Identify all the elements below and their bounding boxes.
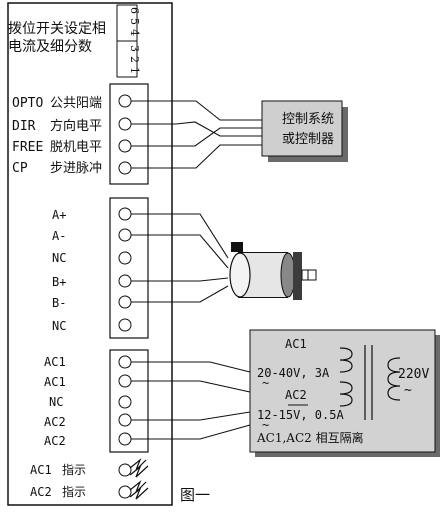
- screw-terminal: [118, 295, 132, 309]
- screw-terminal: [118, 117, 132, 131]
- motor-label-a-minus: A-: [52, 229, 66, 243]
- indicator-ac1-desc: 指示: [62, 462, 86, 477]
- motor-label-nc-2: NC: [52, 319, 66, 333]
- transformer-spec1: 20-40V, 3A: [257, 366, 330, 380]
- stepper-motor-icon: [229, 242, 317, 300]
- controller-line2: 或控制器: [282, 132, 334, 147]
- screw-terminal: [118, 274, 132, 288]
- switch-label-line1: 拨位开关设定相: [8, 21, 106, 37]
- led-icon: [118, 485, 132, 499]
- motor-label-a-plus: A+: [52, 208, 66, 222]
- control-wires: [131, 100, 262, 169]
- dip-number: 6: [128, 7, 141, 14]
- screw-terminal: [118, 94, 132, 108]
- transformer-isolation: AC1,AC2 相互隔离: [256, 430, 364, 445]
- indicator-ac2-desc: 指示: [62, 484, 86, 499]
- transformer-primary: 220V: [398, 367, 429, 382]
- dip-number: 1: [128, 67, 141, 74]
- motor-terminal-block: [109, 197, 149, 339]
- power-terminal-block: [109, 349, 149, 453]
- screw-terminal: [118, 207, 132, 221]
- led-icon: [118, 463, 132, 477]
- control-desc-cp: 步进脉冲: [50, 161, 102, 176]
- power-label-ac1-1: AC1: [44, 355, 66, 369]
- screw-terminal: [118, 413, 132, 427]
- power-label-ac2-1: AC2: [44, 415, 66, 429]
- figure-caption: 图一: [180, 486, 210, 504]
- control-code-free: FREE: [12, 140, 43, 155]
- control-desc-free: 脱机电平: [50, 140, 102, 155]
- driver-outline: [7, 2, 173, 506]
- transformer-tilde2: ~: [262, 418, 269, 432]
- controller-line1: 控制系统: [282, 112, 334, 127]
- power-label-ac1-2: AC1: [44, 375, 66, 389]
- switch-label-line2: 电流及细分数: [8, 39, 92, 55]
- dip-number: 3: [128, 45, 141, 52]
- motor-wires: [131, 213, 229, 303]
- indicator-ac1-code: AC1: [30, 463, 52, 477]
- control-desc-dir: 方向电平: [50, 118, 102, 134]
- power-label-ac2-2: AC2: [44, 434, 66, 448]
- power-wires: [131, 361, 251, 440]
- motor-label-nc-1: NC: [52, 251, 66, 265]
- indicator-leds: [118, 458, 149, 500]
- transformer-box: [249, 329, 436, 453]
- control-desc-opto: 公共阳端: [50, 96, 102, 111]
- transformer-spec2: 12-15V, 0.5A: [257, 408, 344, 422]
- indicator-ac2-code: AC2: [30, 485, 52, 499]
- screw-terminal: [118, 228, 132, 242]
- screw-terminal: [118, 251, 132, 265]
- dip-number: 2: [128, 56, 141, 63]
- screw-terminal: [118, 374, 132, 388]
- motor-label-b-plus: B+: [52, 275, 66, 289]
- control-screws: [118, 94, 132, 175]
- motor-labels: A+ A- NC B+ B- NC: [52, 208, 66, 333]
- screw-terminal: [118, 432, 132, 446]
- control-code-opto: OPTO: [12, 96, 43, 111]
- power-labels: AC1 AC1 NC AC2 AC2: [44, 355, 66, 448]
- dip-number: 4: [128, 29, 141, 36]
- power-screws: [118, 355, 132, 446]
- light-rays-icon: [129, 458, 149, 500]
- indicator-labels: AC1 指示 AC2 指示: [30, 462, 86, 499]
- control-labels: OPTO 公共阳端 DIR 方向电平 FREE 脱机电平 CP 步进脉冲: [12, 96, 102, 176]
- dip-number: 5: [128, 18, 141, 25]
- transformer-coils-icon: [339, 345, 401, 420]
- transformer-tilde1: ~: [262, 376, 269, 390]
- control-code-cp: CP: [12, 161, 28, 176]
- controller-box: [261, 100, 343, 157]
- transformer-primary-tilde: ~: [404, 383, 412, 398]
- screw-terminal: [118, 355, 132, 369]
- control-terminal-block: [109, 83, 149, 185]
- transformer-ac1: AC1: [285, 337, 307, 351]
- screw-terminal: [118, 139, 132, 153]
- control-code-dir: DIR: [12, 119, 36, 134]
- screw-terminal: [118, 318, 132, 332]
- screw-terminal: [118, 161, 132, 175]
- screw-terminal: [118, 395, 132, 409]
- dip-numbers: 6 5 4 3 2 1: [128, 7, 141, 74]
- power-label-nc: NC: [49, 395, 63, 409]
- transformer-ac2: AC2: [285, 388, 307, 402]
- motor-screws: [118, 207, 132, 332]
- motor-label-b-minus: B-: [52, 296, 66, 310]
